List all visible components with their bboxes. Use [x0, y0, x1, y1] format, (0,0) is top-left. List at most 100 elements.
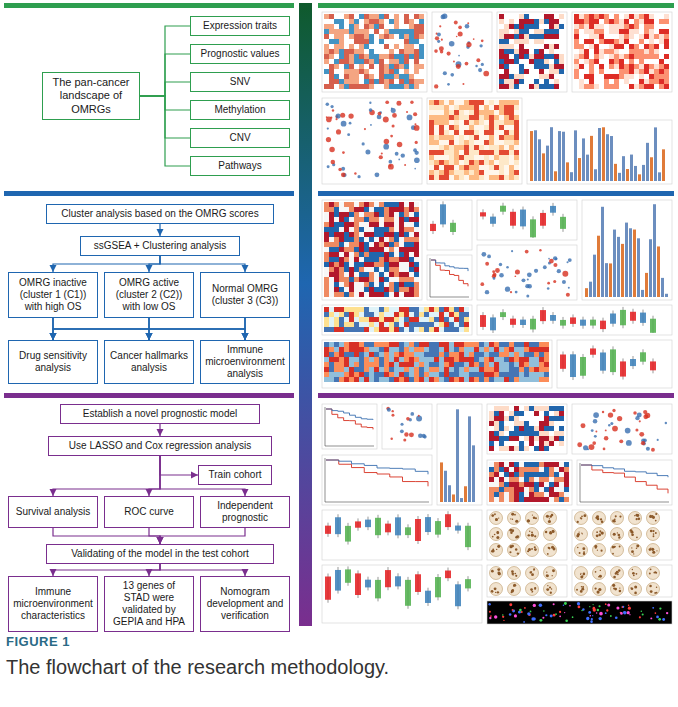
heatmap-cell — [339, 54, 344, 59]
plot-dot — [479, 44, 482, 47]
plot-dot — [392, 124, 395, 127]
heatmap-cell — [359, 237, 364, 242]
heatmap-cell — [439, 150, 444, 155]
heatmap-cell — [389, 327, 394, 332]
heatmap-cell — [664, 59, 669, 64]
heatmap-cell — [324, 84, 329, 89]
heatmap-cell — [409, 19, 414, 24]
heatmap-cell — [594, 74, 599, 79]
heatmap-cell — [439, 140, 444, 145]
heatmap-cell — [649, 29, 654, 34]
thumbnail-panel — [427, 98, 522, 184]
heatmap-cell — [394, 49, 399, 54]
heatmap-cell — [579, 29, 584, 34]
heatmap-cell — [539, 64, 544, 69]
heatmap-cell — [484, 125, 489, 130]
heatmap-cell — [404, 282, 409, 287]
heatmap-cell — [424, 342, 429, 347]
heatmap-cell — [484, 342, 489, 347]
heatmap-cell — [379, 222, 384, 227]
heatmap-cell — [544, 59, 549, 64]
thumbnail-panel — [477, 200, 577, 240]
plot-dot — [465, 62, 469, 66]
heatmap-cell — [364, 292, 369, 297]
heatmap-cell — [344, 54, 349, 59]
heatmap-cell — [599, 44, 604, 49]
heatmap-cell — [634, 14, 639, 19]
heatmap-cell — [354, 64, 359, 69]
heatmap-cell — [379, 242, 384, 247]
heatmap-cell — [389, 64, 394, 69]
plot-dot — [458, 55, 460, 57]
heatmap-cell — [529, 84, 534, 89]
heatmap-cell — [504, 79, 509, 84]
heatmap-cell — [374, 252, 379, 257]
heatmap-cell — [424, 322, 429, 327]
heatmap-cell — [409, 64, 414, 69]
heatmap-cell — [469, 150, 474, 155]
heatmap-cell — [664, 39, 669, 44]
heatmap-cell — [444, 120, 449, 125]
heatmap-cell — [324, 34, 329, 39]
heatmap-cell — [374, 54, 379, 59]
heatmap-cell — [334, 207, 339, 212]
heatmap-cell — [364, 232, 369, 237]
heatmap-cell — [444, 125, 449, 130]
heatmap-cell — [409, 237, 414, 242]
heatmap-cell — [369, 29, 374, 34]
heatmap-cell — [449, 140, 454, 145]
plot-dot — [414, 125, 420, 131]
heatmap-cell — [359, 267, 364, 272]
plot-dot — [392, 113, 397, 118]
heatmap-cell — [444, 342, 449, 347]
heatmap-cell — [639, 34, 644, 39]
heatmap-cell — [329, 19, 334, 24]
heatmap-cell — [324, 282, 329, 287]
heatmap-cell — [664, 64, 669, 69]
heatmap-cell — [349, 34, 354, 39]
heatmap-cell — [334, 222, 339, 227]
heatmap-cell — [634, 84, 639, 89]
plot-bar — [642, 165, 645, 181]
heatmap-cell — [369, 34, 374, 39]
heatmap-cell — [444, 175, 449, 180]
heatmap-cell — [449, 150, 454, 155]
heatmap-cell — [524, 24, 529, 29]
heatmap-cell — [394, 277, 399, 282]
heatmap-cell — [589, 69, 594, 74]
heatmap-cell — [329, 322, 334, 327]
heatmap-cell — [359, 312, 364, 317]
heatmap-cell — [344, 39, 349, 44]
heatmap-cell — [599, 79, 604, 84]
heatmap-cell — [329, 34, 334, 39]
plot-dot — [369, 102, 371, 104]
heatmap-cell — [499, 24, 504, 29]
panel-ground — [477, 200, 577, 240]
heatmap-cell — [324, 212, 329, 217]
heatmap-cell — [329, 272, 334, 277]
heatmap-cell — [439, 100, 444, 105]
heatmap-cell — [349, 49, 354, 54]
heatmap-cell — [424, 312, 429, 317]
heatmap-cell — [434, 100, 439, 105]
heatmap-cell — [524, 59, 529, 64]
heatmap-cell — [539, 49, 544, 54]
heatmap-cell — [474, 347, 479, 352]
heatmap-cell — [664, 69, 669, 74]
heatmap-cell — [629, 34, 634, 39]
heatmap-cell — [639, 54, 644, 59]
heatmap-cell — [324, 59, 329, 64]
heatmap-cell — [369, 317, 374, 322]
heatmap-cell — [594, 79, 599, 84]
heatmap-cell — [494, 130, 499, 135]
heatmap-cell — [349, 44, 354, 49]
heatmap-cell — [339, 24, 344, 29]
heatmap-cell — [374, 14, 379, 19]
heatmap-cell — [604, 59, 609, 64]
heatmap-cell — [329, 292, 334, 297]
heatmap-cell — [419, 347, 424, 352]
heatmap-cell — [399, 342, 404, 347]
heatmap-cell — [524, 14, 529, 19]
heatmap-cell — [329, 232, 334, 237]
heatmap-cell — [339, 207, 344, 212]
